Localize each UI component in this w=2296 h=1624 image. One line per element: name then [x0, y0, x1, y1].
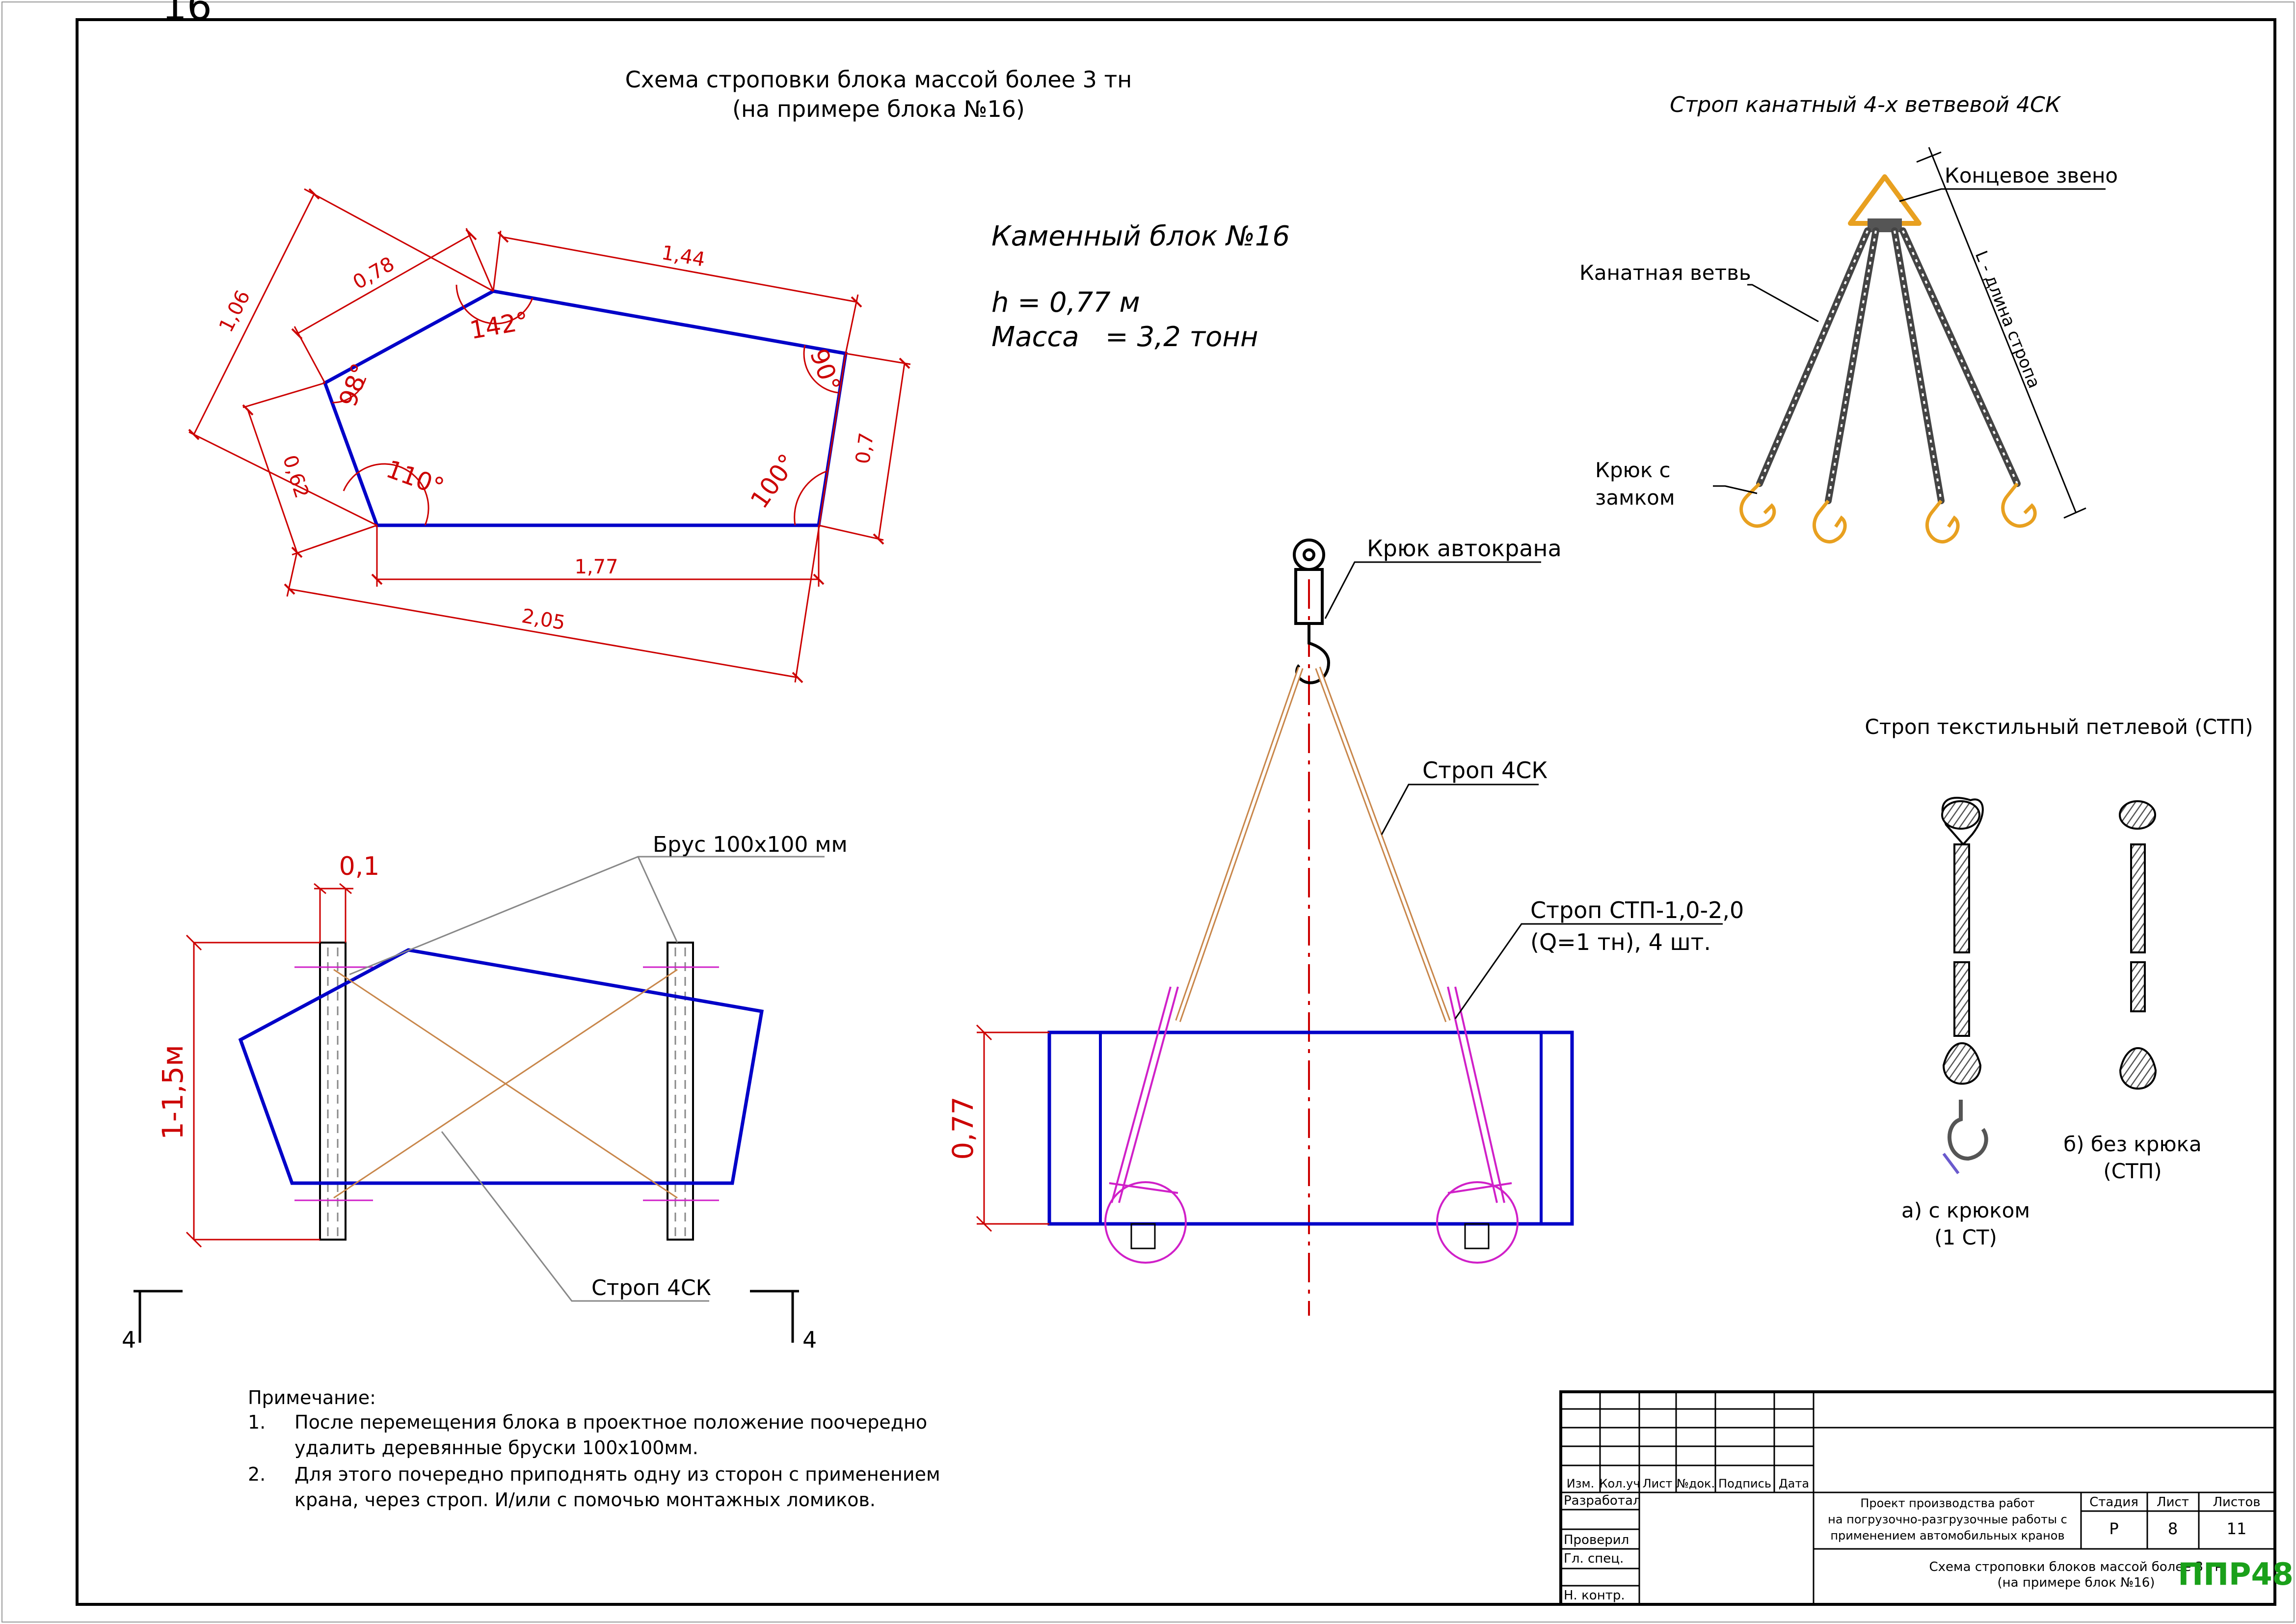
dim-1-77: 1,77: [574, 556, 618, 578]
textile-sling: Строп текстильный петлевой (СТП) а) с кр…: [1865, 715, 2253, 1249]
crane-hook-icon: [1293, 539, 1331, 684]
four-leg-sling: Строп канатный 4-х ветвевой 4СК: [1579, 92, 2118, 544]
end-link-label: Концевое звено: [1945, 163, 2118, 188]
hook-icon-4: [2001, 482, 2037, 528]
side-height-label: 1-1,5м: [156, 1045, 189, 1140]
dim-0-7: 0,7: [852, 431, 878, 465]
stamp-role-3: Проверил: [1564, 1533, 1629, 1547]
section-mark-left: 4: [122, 1326, 136, 1353]
side-view: 1-1,5м 0,1 Брус 100х100 мм Строп 4СК 4 4: [122, 832, 848, 1353]
lifting-view: 0,77 Крюк автокрана Строп 4СК Строп СТП-…: [946, 535, 1744, 1316]
textile-a-line1: а) с крюком: [1901, 1198, 2030, 1222]
scheme-title-line2: (на примере блока №16): [732, 96, 1025, 122]
side-sling-label: Строп 4СК: [591, 1275, 711, 1300]
block-side-outline: [238, 948, 764, 1185]
project-line1: Проект производства работ: [1860, 1496, 2034, 1510]
project-line3: применением автомобильных кранов: [1830, 1529, 2064, 1543]
dim-0-62: 0,62: [278, 453, 313, 501]
timber-label: Брус 100х100 мм: [653, 832, 848, 857]
angle-110: 110°: [382, 455, 448, 502]
note-1-number: 1.: [248, 1411, 266, 1433]
stamp-role-4: Гл. спец.: [1564, 1551, 1624, 1566]
rope-branch-label: Канатная ветвь: [1579, 261, 1751, 285]
stamp-col-date: Дата: [1779, 1477, 1809, 1490]
stone-mass: Масса = 3,2 тонн: [991, 321, 1258, 353]
ppr48-logo: ППР48: [2178, 1556, 2294, 1592]
gap-label: 0,1: [339, 852, 380, 881]
stp-label-line1: Строп СТП-1,0-2,0: [1530, 897, 1744, 923]
hook-icon-2: [1812, 499, 1847, 544]
timber-right: [667, 942, 694, 1241]
block-lift-outline: [1047, 1030, 1574, 1226]
title-stamp: Изм. Кол.уч Лист №док. Подпись Дата Разр…: [1559, 1390, 2294, 1606]
sheets-value: 11: [2227, 1519, 2247, 1538]
stamp-col-kol: Кол.уч: [1599, 1477, 1640, 1490]
block-plan-outline: [322, 289, 848, 527]
angle-142: 142°: [468, 306, 531, 345]
timber-left: [319, 942, 347, 1241]
hook-icon-1: [1739, 482, 1776, 528]
hook-icon-3: [1925, 499, 1960, 544]
project-line2: на погрузочно-разгрузочные работы с: [1828, 1513, 2067, 1526]
dim-0-78: 0,78: [349, 253, 398, 294]
stone-height: h = 0,77 м: [991, 287, 1140, 319]
sling-length-label: L - длина стропа: [1971, 248, 2044, 391]
stone-title: Каменный блок №16: [991, 220, 1290, 252]
note-2-number: 2.: [248, 1463, 266, 1485]
note-2-line1: Для этого почередно приподнять одну из с…: [294, 1463, 940, 1485]
note-2-line2: крана, через строп. И/или с помочью монт…: [294, 1489, 876, 1511]
notes-heading: Примечание:: [248, 1387, 376, 1408]
sheets-header: Листов: [2213, 1495, 2260, 1510]
textile-a-line2: (1 СТ): [1934, 1225, 1997, 1249]
stage-value: Р: [2109, 1519, 2118, 1538]
textile-hook-icon: [1948, 1100, 1988, 1161]
section-mark-right: 4: [802, 1326, 817, 1353]
stamp-col-doc: №док.: [1677, 1477, 1715, 1490]
sheet-header: Лист: [2157, 1495, 2189, 1510]
stamp-role-1: Разработал: [1564, 1493, 1641, 1508]
dim-1-06: 1,06: [215, 287, 255, 336]
textile-b-line1: б) без крюка: [2063, 1132, 2202, 1156]
textile-title: Строп текстильный петлевой (СТП): [1865, 715, 2253, 739]
stamp-col-sign: Подпись: [1718, 1477, 1771, 1490]
notes: Примечание: 1. После перемещения блока в…: [248, 1387, 940, 1511]
stamp-col-list: Лист: [1643, 1477, 1673, 1490]
scheme-title-line1: Схема строповки блока массой более 3 тн: [625, 66, 1132, 93]
stp-label-line2: (Q=1 тн), 4 шт.: [1530, 929, 1711, 955]
drawing-title-line1: Схема строповки блоков массой более 3 тн: [1929, 1560, 2223, 1574]
drawing-title-line2: (на примере блок №16): [1998, 1575, 2155, 1590]
stamp-role-6: Н. контр.: [1564, 1588, 1625, 1603]
note-1-line1: После перемещения блока в проектное поло…: [294, 1411, 927, 1433]
stamp-col-izm: Изм.: [1567, 1477, 1594, 1490]
stage-header: Стадия: [2089, 1495, 2138, 1510]
corner-mark: 16: [162, 0, 212, 29]
four-leg-title: Строп канатный 4-х ветвевой 4СК: [1670, 92, 2061, 117]
plan-view: 1,06 0,78 1,44 0,62 0,7 1,77 2,05 142° 9…: [188, 188, 911, 683]
lift-sling-label: Строп 4СК: [1422, 757, 1548, 784]
note-1-line2: удалить деревянные бруски 100х100мм.: [294, 1437, 698, 1459]
hook-label-line2: замком: [1595, 486, 1675, 510]
hook-label-line1: Крюк с: [1595, 458, 1671, 482]
lift-height-label: 0,77: [946, 1096, 980, 1160]
angle-100: 100°: [745, 449, 802, 514]
textile-b-line2: (СТП): [2103, 1159, 2162, 1183]
angle-98: 98°: [334, 360, 375, 410]
crane-hook-label: Крюк автокрана: [1367, 535, 1562, 562]
end-link-icon: [1848, 174, 1922, 226]
sheet-value: 8: [2168, 1519, 2178, 1538]
